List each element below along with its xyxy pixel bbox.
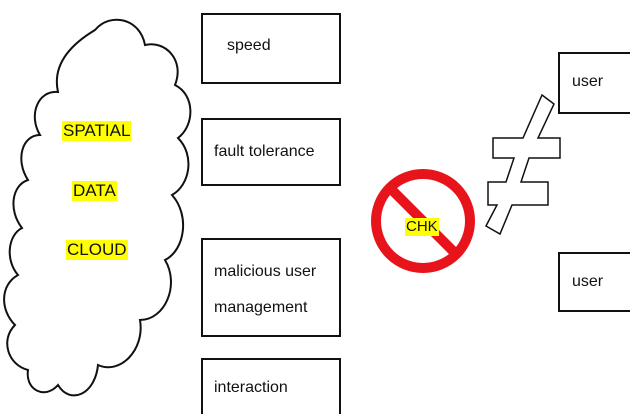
cloud-label-spatial: SPATIAL [62, 121, 132, 141]
malicious-user-label-line2: management [214, 299, 308, 316]
speed-label: speed [227, 37, 271, 54]
fault-tolerance-label: fault tolerance [214, 143, 315, 160]
speed-box: speed [201, 13, 341, 84]
interaction-label: interaction [214, 379, 288, 396]
prohibition-ring [371, 169, 475, 273]
not-equal-outline [485, 93, 561, 236]
user-box-top: user [558, 52, 630, 114]
malicious-user-management-box: malicious user management [201, 238, 341, 337]
malicious-user-label-line1: malicious user [214, 263, 317, 280]
cloud-label-cloud: CLOUD [66, 240, 128, 260]
chk-label: CHK [405, 218, 439, 236]
user-box-bottom: user [558, 252, 630, 312]
interaction-box: interaction [201, 358, 341, 414]
cloud-label-data: DATA [72, 181, 117, 201]
cloud-outline [3, 18, 192, 397]
fault-tolerance-box: fault tolerance [201, 118, 341, 186]
user-label-top: user [572, 73, 604, 90]
user-label-bottom: user [572, 273, 604, 290]
